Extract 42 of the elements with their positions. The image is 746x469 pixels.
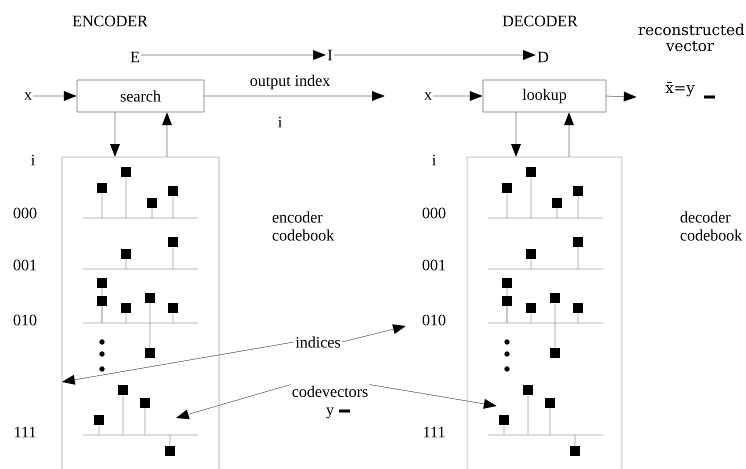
arrow (369, 384, 496, 409)
codebook-box (62, 156, 220, 469)
heading: DECODER (502, 16, 578, 26)
text-label: codevectors y (292, 386, 368, 418)
arrow (334, 50, 536, 60)
arrow (433, 91, 482, 101)
edge-label: output index (248, 74, 332, 90)
heading: ENCODER (72, 16, 148, 26)
arrow (204, 91, 385, 101)
row-index: 000 (14, 208, 36, 218)
arrow (511, 112, 521, 157)
arrow (176, 384, 291, 420)
text-label: indices (296, 336, 340, 348)
column-header: i (432, 154, 436, 166)
codebook-label: decoder codebook (680, 211, 742, 241)
arrow (606, 92, 636, 102)
codebook-label: encoder codebook (272, 211, 334, 241)
text-label: x (424, 92, 432, 100)
text-label: E (130, 52, 140, 62)
arrow (62, 342, 294, 385)
row-index: 010 (422, 314, 446, 326)
text-label: D (538, 52, 548, 62)
row-index: 001 (422, 260, 446, 270)
arrow (162, 112, 172, 158)
column-header: i (31, 154, 35, 166)
row-index: 001 (14, 260, 36, 270)
text-label: x (24, 92, 32, 100)
row-index: 000 (422, 208, 446, 218)
codebook-box (466, 156, 622, 469)
arrow (110, 112, 120, 157)
row-index: 111 (15, 426, 36, 438)
arrow (33, 91, 76, 101)
process-box: search (76, 80, 204, 112)
process-box: lookup (482, 80, 606, 112)
text-label: I (328, 50, 332, 60)
arrow (564, 112, 574, 158)
index-label: i (278, 116, 282, 128)
row-index: 010 (14, 314, 36, 326)
arrow (140, 50, 326, 60)
row-index: 111 (424, 426, 444, 438)
arrow (342, 324, 406, 342)
text-label: reconstructed vector x̄=y (638, 24, 744, 96)
